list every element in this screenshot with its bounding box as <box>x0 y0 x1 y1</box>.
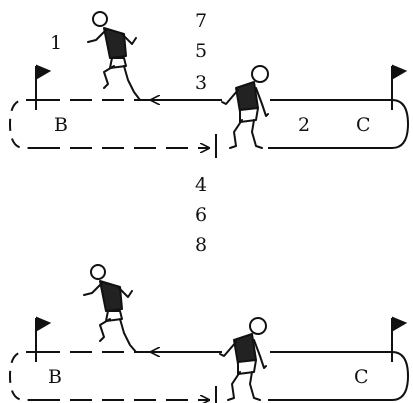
top-track-left-curve <box>8 99 38 149</box>
bottom-track <box>8 351 410 403</box>
top-runner-sprinting <box>87 11 141 101</box>
bottom-track-left-curve <box>8 351 38 401</box>
bottom-track-right <box>268 351 410 401</box>
bottom-flag-c-label: C <box>354 366 369 388</box>
number-below-3: 8 <box>195 234 208 256</box>
top-track <box>8 99 410 158</box>
bottom-runner-receiving <box>219 317 267 401</box>
top-flag-b <box>35 64 52 110</box>
bottom-flag-b <box>35 316 52 362</box>
top-flag-c-label: C <box>356 114 371 136</box>
top-flag-b-label: B <box>54 114 68 136</box>
number-below-2: 6 <box>195 204 208 226</box>
number-above-3: 3 <box>195 72 208 94</box>
bottom-flag-b-label: B <box>48 366 62 388</box>
top-runner-receiving <box>221 65 269 149</box>
number-above-1: 7 <box>195 10 208 32</box>
top-track-right <box>268 99 410 149</box>
number-above-2: 5 <box>195 40 208 62</box>
bottom-runner-sprinting <box>83 264 137 353</box>
top-flag-c <box>391 64 408 110</box>
number-below-1: 4 <box>195 174 208 196</box>
bottom-flag-c <box>391 316 408 362</box>
top-label-2: 2 <box>298 114 311 136</box>
top-label-1: 1 <box>50 32 63 54</box>
